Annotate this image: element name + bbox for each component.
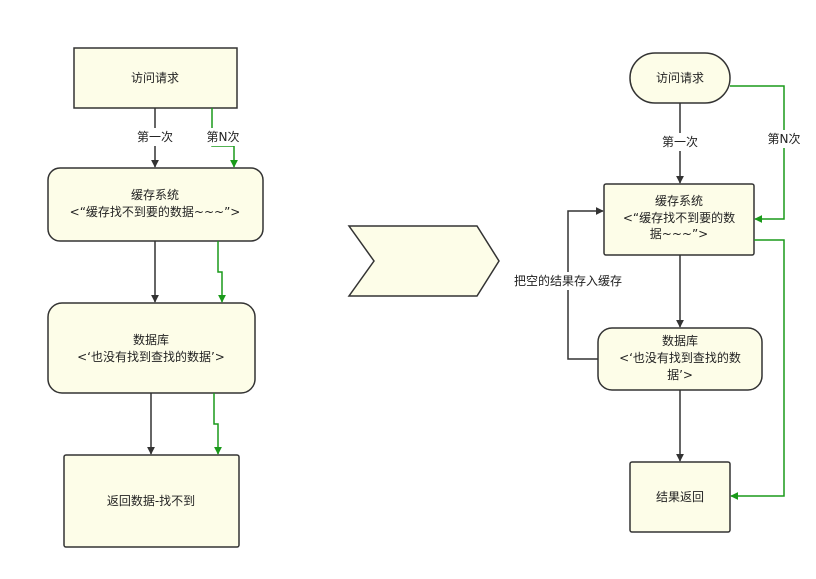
left-nth-time-label: 第N次 [207,130,240,144]
left-first-time-label: 第一次 [137,130,173,144]
right-db-note-2: 据’> [667,368,693,382]
right-diagram: 访问请求 缓存系统 <“缓存找不到要的数 据~~~”> 数据库 <‘也没有找到查… [508,52,804,533]
right-first-time-bg [654,133,706,151]
left-edge-db-return-green [213,393,222,455]
right-store-empty-label: 把空的结果存入缓存 [514,273,622,288]
right-first-time-label: 第一次 [662,135,698,149]
right-nth-time-bg [766,130,804,148]
right-edge-cache-result-green [730,239,785,500]
transition-chevron-arrow [347,225,500,297]
right-cache-node [603,183,755,256]
right-db-note-1: <‘也没有找到查找的数 [619,350,741,365]
left-diagram: 访问请求 缓存系统 <“缓存找不到要的数据~~~”> 数据库 <‘也没有找到查找… [47,47,264,548]
left-request-node [73,47,238,109]
right-request-label: 访问请求 [656,71,704,85]
left-return-node [63,454,240,548]
left-db-node [47,302,256,394]
right-nth-time-label: 第N次 [768,132,801,146]
right-cache-note-1: <“缓存找不到要的数 [623,210,735,225]
left-cache-note: <“缓存找不到要的数据~~~”> [70,204,241,219]
right-result-label: 结果返回 [656,490,704,504]
right-result-node [629,461,731,533]
right-db-label: 数据库 [662,333,698,348]
right-store-empty-bg [508,272,628,290]
left-db-note: <‘也没有找到查找的数据’> [77,349,225,364]
left-return-label: 返回数据-找不到 [107,493,195,508]
left-edge-cache-db-green [217,241,226,303]
left-db-label: 数据库 [133,332,169,347]
left-request-label: 访问请求 [131,71,179,85]
left-first-time-bg [128,128,180,146]
right-edge-request-cache-nth [730,85,785,223]
right-cache-note-2: 据~~~”> [650,227,708,241]
right-cache-label: 缓存系统 [655,194,703,208]
left-nth-time-bg [204,128,242,146]
left-cache-label: 缓存系统 [131,188,179,202]
